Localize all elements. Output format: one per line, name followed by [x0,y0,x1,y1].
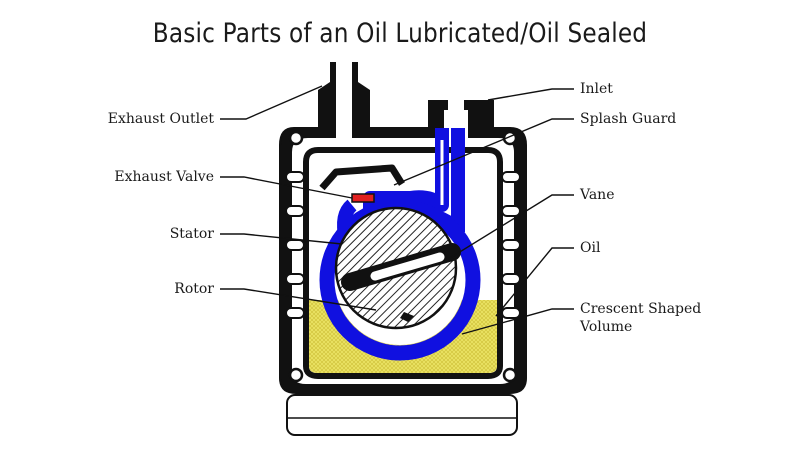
page-title: Basic Parts of an Oil Lubricated/Oil Sea… [152,18,648,49]
leader-lines [220,85,574,335]
mounting-bolt-icon [288,130,518,383]
label-vane: Vane [580,187,615,203]
exhaust-valve [351,193,375,203]
label-oil: Oil [580,240,601,256]
exhaust-connector [318,62,370,138]
label-exhaust-valve: Exhaust Valve [114,169,214,185]
label-stator: Stator [169,226,214,242]
label-rotor: Rotor [174,281,214,297]
label-inlet: Inlet [580,81,613,97]
label-crescent-volume: Crescent Shaped Volume [580,301,702,335]
splash-guard [319,164,405,191]
motor-base [286,394,518,436]
label-splash-guard: Splash Guard [580,111,677,127]
vane [341,243,461,291]
label-exhaust-outlet: Exhaust Outlet [107,111,214,127]
